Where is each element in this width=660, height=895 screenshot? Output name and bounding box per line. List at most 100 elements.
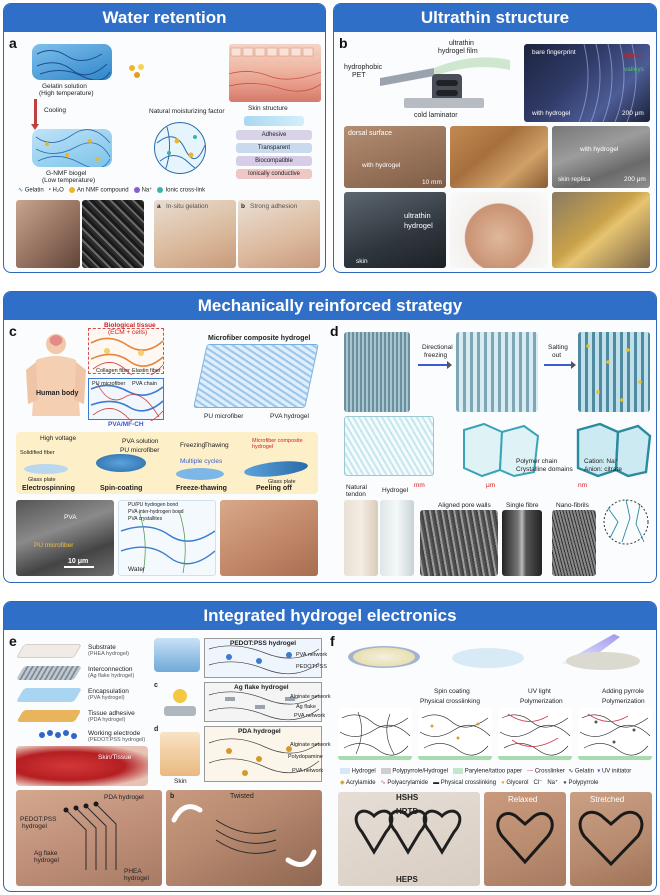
working-sub: (PEDOT:PSS hydrogel): [88, 737, 146, 743]
pu-micro-label-2: PU microfiber: [204, 413, 244, 420]
lg-polypyrrole: Polypyrrole/Hydrogel: [392, 768, 449, 775]
pyrrole-disk: [566, 652, 640, 670]
working-label: Working electrode: [88, 730, 141, 737]
pedot-h-label: PEDOT:PSS hydrogel: [230, 640, 297, 647]
out-label: out: [552, 352, 562, 359]
ag-schematic-box: [204, 682, 322, 722]
pva-hydrogel-label: PVA hydrogel: [270, 413, 309, 420]
panel-label-c: c: [9, 323, 17, 339]
bio-tissue-label: Biological tissue: [104, 322, 156, 329]
lg-acrylamide-icon: ◆: [340, 780, 345, 786]
legend-gelatin-icon: ∿: [18, 187, 24, 194]
legend-ionic: Ionic cross-link: [165, 187, 206, 194]
ag-h-label: Ag flake hydrogel: [234, 684, 289, 691]
gelatin-solution-label: Gelatin solution: [42, 83, 87, 90]
step-peeling: Peeling off: [256, 485, 292, 492]
pedot-schematic-icon: [154, 638, 200, 672]
relaxed-label: Relaxed: [508, 795, 538, 804]
skin-e-label: Skin: [174, 778, 187, 785]
pva-solution-label: PVA solution: [122, 438, 159, 445]
property-transparent: Transparent: [236, 143, 312, 153]
cation-label: Cation: Na⁺: [584, 458, 619, 465]
encaps-sub: (PVA hydrogel): [88, 695, 125, 701]
encaps-label: Encapsulation: [88, 688, 129, 695]
scale-10mm-label: 10 mm: [422, 179, 442, 186]
lg-gelatin-icon: ∿: [568, 768, 574, 775]
skin-structure-label: Skin structure: [248, 105, 288, 112]
network-panel-4: [578, 708, 652, 760]
film-label: ultrathin: [449, 40, 474, 47]
hbond-cryst-label: PVA crystallites: [128, 516, 163, 522]
pet-label: hydrophobic: [344, 64, 383, 71]
scale-200um-label-2: 200 μm: [624, 176, 646, 183]
laminator-illustration: [374, 48, 514, 116]
human-body-label: Human body: [36, 390, 79, 397]
electrospinning-plate: [24, 464, 68, 474]
sub-label-d: d: [154, 726, 159, 733]
elastin-label: Elastin fiber: [132, 368, 161, 374]
film-label-2: hydrogel film: [438, 48, 478, 55]
photo-heart-patterns: [338, 792, 480, 886]
phys-cross-label: Physical crosslinking: [420, 698, 480, 705]
freezing-label: Freezing: [180, 442, 206, 449]
high-voltage-label: High voltage: [40, 435, 77, 442]
sub-label-b-e: b: [170, 793, 175, 800]
water-label: Water: [128, 566, 146, 573]
panel-label-b: b: [339, 35, 348, 51]
step-freeze-thawing: Freeze-thawing: [176, 485, 227, 492]
photo-tweezer-film: [344, 192, 446, 268]
composite-hydrogel-sheet: [193, 344, 319, 408]
ag-flake-label: Ag flake: [296, 704, 316, 710]
interconnect-label: Interconnection: [88, 666, 133, 673]
cooling-label: Cooling: [44, 107, 67, 114]
legend-row: ∿ Gelatin • H₂O An NMF compound Na⁺ Ioni…: [18, 187, 205, 194]
strong-adhesion-label: Strong adhesion: [250, 203, 298, 210]
low-temp-label: (Low temperature): [42, 177, 96, 184]
section-title: Water retention: [4, 4, 325, 32]
lg-crosslinker: Crosslinker: [534, 768, 565, 775]
photo-dorsal-hand: [344, 126, 446, 188]
pedot-photo-label-2: hydrogel: [22, 823, 47, 830]
pedot-pss-label: PEDOT:PSS: [296, 664, 327, 670]
property-ionic: Ionically conductive: [236, 169, 312, 179]
f-legend-row-1: Hydrogel Polypyrrole/Hydrogel Parylene/t…: [340, 768, 631, 775]
sem-single-fibre: [502, 510, 542, 576]
interconnect-sub: (Ag flake hydrogel): [88, 673, 135, 679]
arrow-freezing: [418, 361, 452, 369]
with-hydrogel-label-3: with hydrogel: [580, 146, 619, 153]
legend-na-icon: [133, 187, 140, 193]
with-hydrogel-label-2: with hydrogel: [362, 162, 401, 169]
pva-label: PVA: [64, 514, 77, 521]
nmf-molecules-icon: [126, 62, 148, 80]
nm-label: nm: [578, 482, 588, 489]
panel-label-e: e: [9, 633, 17, 649]
photo-hand-application: [16, 200, 80, 268]
network-panel-1: [338, 708, 412, 760]
layer-substrate: [15, 644, 83, 658]
photo-heart-relaxed: [484, 792, 566, 886]
photo-natural-tendon: [344, 500, 378, 576]
photo-device-on-skin: [16, 790, 162, 886]
pyrrole-label: Adding pyrrole: [602, 688, 644, 695]
lg-crosslinker-icon: —: [527, 768, 534, 775]
biogel-patch-icon: [244, 116, 304, 126]
photo-skin-texture: [82, 200, 144, 268]
mm-label: mm: [414, 482, 425, 489]
f-legend-row-2: ◆ Acrylamide ∿ Polyacrylamide ▬ Physical…: [340, 780, 598, 787]
pedot-photo-label: PEDOT:PSS: [20, 816, 57, 823]
pu-label: PU microfiber: [34, 542, 74, 549]
cooling-arrow: [31, 99, 39, 130]
directional-label: Directional: [422, 344, 453, 351]
pva-net-label: PVA network: [296, 652, 328, 658]
hshs-label: HSHS: [396, 793, 419, 802]
composite-label: Microfiber composite hydrogel: [208, 335, 311, 342]
spin-disk: [348, 646, 420, 668]
legend-h2o-icon: •: [48, 187, 51, 194]
alg-net-label: Alginate network: [290, 694, 331, 700]
skin-tissue-label: Skin/Tissue: [98, 754, 132, 761]
lg-gelatin: Gelatin: [574, 768, 594, 775]
photo-hydrogel-strip: [380, 500, 414, 576]
laminator-label: cold laminator: [414, 112, 458, 119]
aligned-label: Aligned pore walls: [438, 502, 491, 509]
section-mechanical: Mechanically reinforced strategy c Human…: [3, 291, 657, 583]
